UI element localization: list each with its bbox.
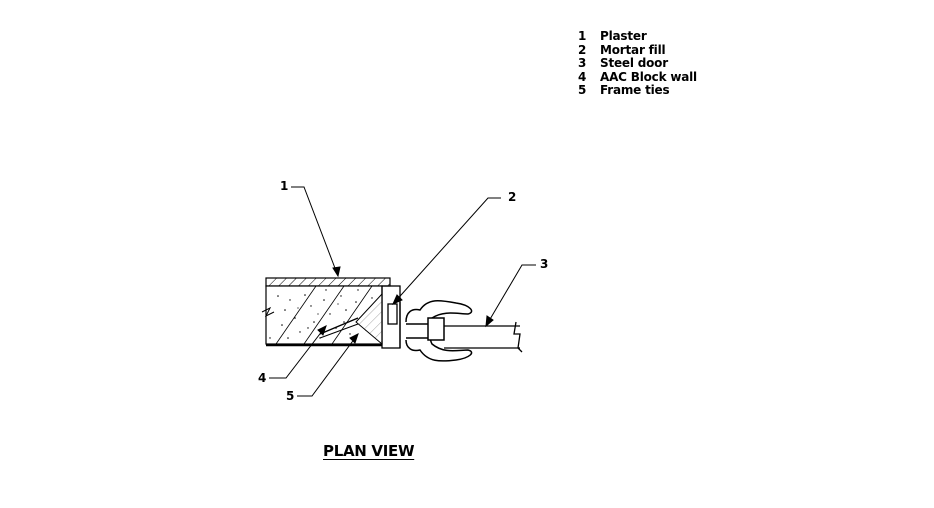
legend-number: 1	[578, 29, 587, 43]
legend-label: Plaster	[600, 29, 647, 43]
legend-number: 5	[578, 83, 587, 97]
legend-number: 4	[578, 69, 587, 84]
legend-label: AAC Block wall	[600, 69, 697, 84]
leader-3	[485, 264, 536, 327]
leader-4	[269, 325, 327, 379]
legend-item: 1 Plaster	[578, 29, 697, 44]
leader-5	[297, 333, 359, 397]
leader-lines	[269, 186, 536, 397]
legend: 1 Plaster 2 Mortar fill 3 Steel door 4 A…	[578, 29, 697, 98]
callout-4: 4	[258, 371, 267, 385]
door-hinge	[405, 299, 473, 362]
legend-label: Frame ties	[600, 83, 670, 97]
legend-item: 3 Steel door	[578, 56, 697, 71]
legend-number: 2	[578, 42, 587, 57]
legend-label: Mortar fill	[600, 42, 666, 57]
callout-5: 5	[286, 389, 295, 403]
legend-item: 4 AAC Block wall	[578, 69, 697, 85]
callout-3: 3	[540, 257, 549, 271]
leader-1	[291, 186, 339, 277]
callout-2: 2	[508, 190, 517, 204]
frame-ties	[319, 317, 359, 339]
plan-view-title: PLAN VIEW	[323, 442, 415, 460]
legend-item: 5 Frame ties	[578, 83, 697, 98]
legend-label: Steel door	[600, 56, 668, 70]
callout-1: 1	[280, 179, 289, 193]
steel-door-leaf	[444, 321, 523, 353]
plaster-layer	[265, 277, 391, 287]
legend-number: 3	[578, 56, 587, 70]
leader-2	[392, 197, 501, 305]
legend-item: 2 Mortar fill	[578, 42, 697, 58]
